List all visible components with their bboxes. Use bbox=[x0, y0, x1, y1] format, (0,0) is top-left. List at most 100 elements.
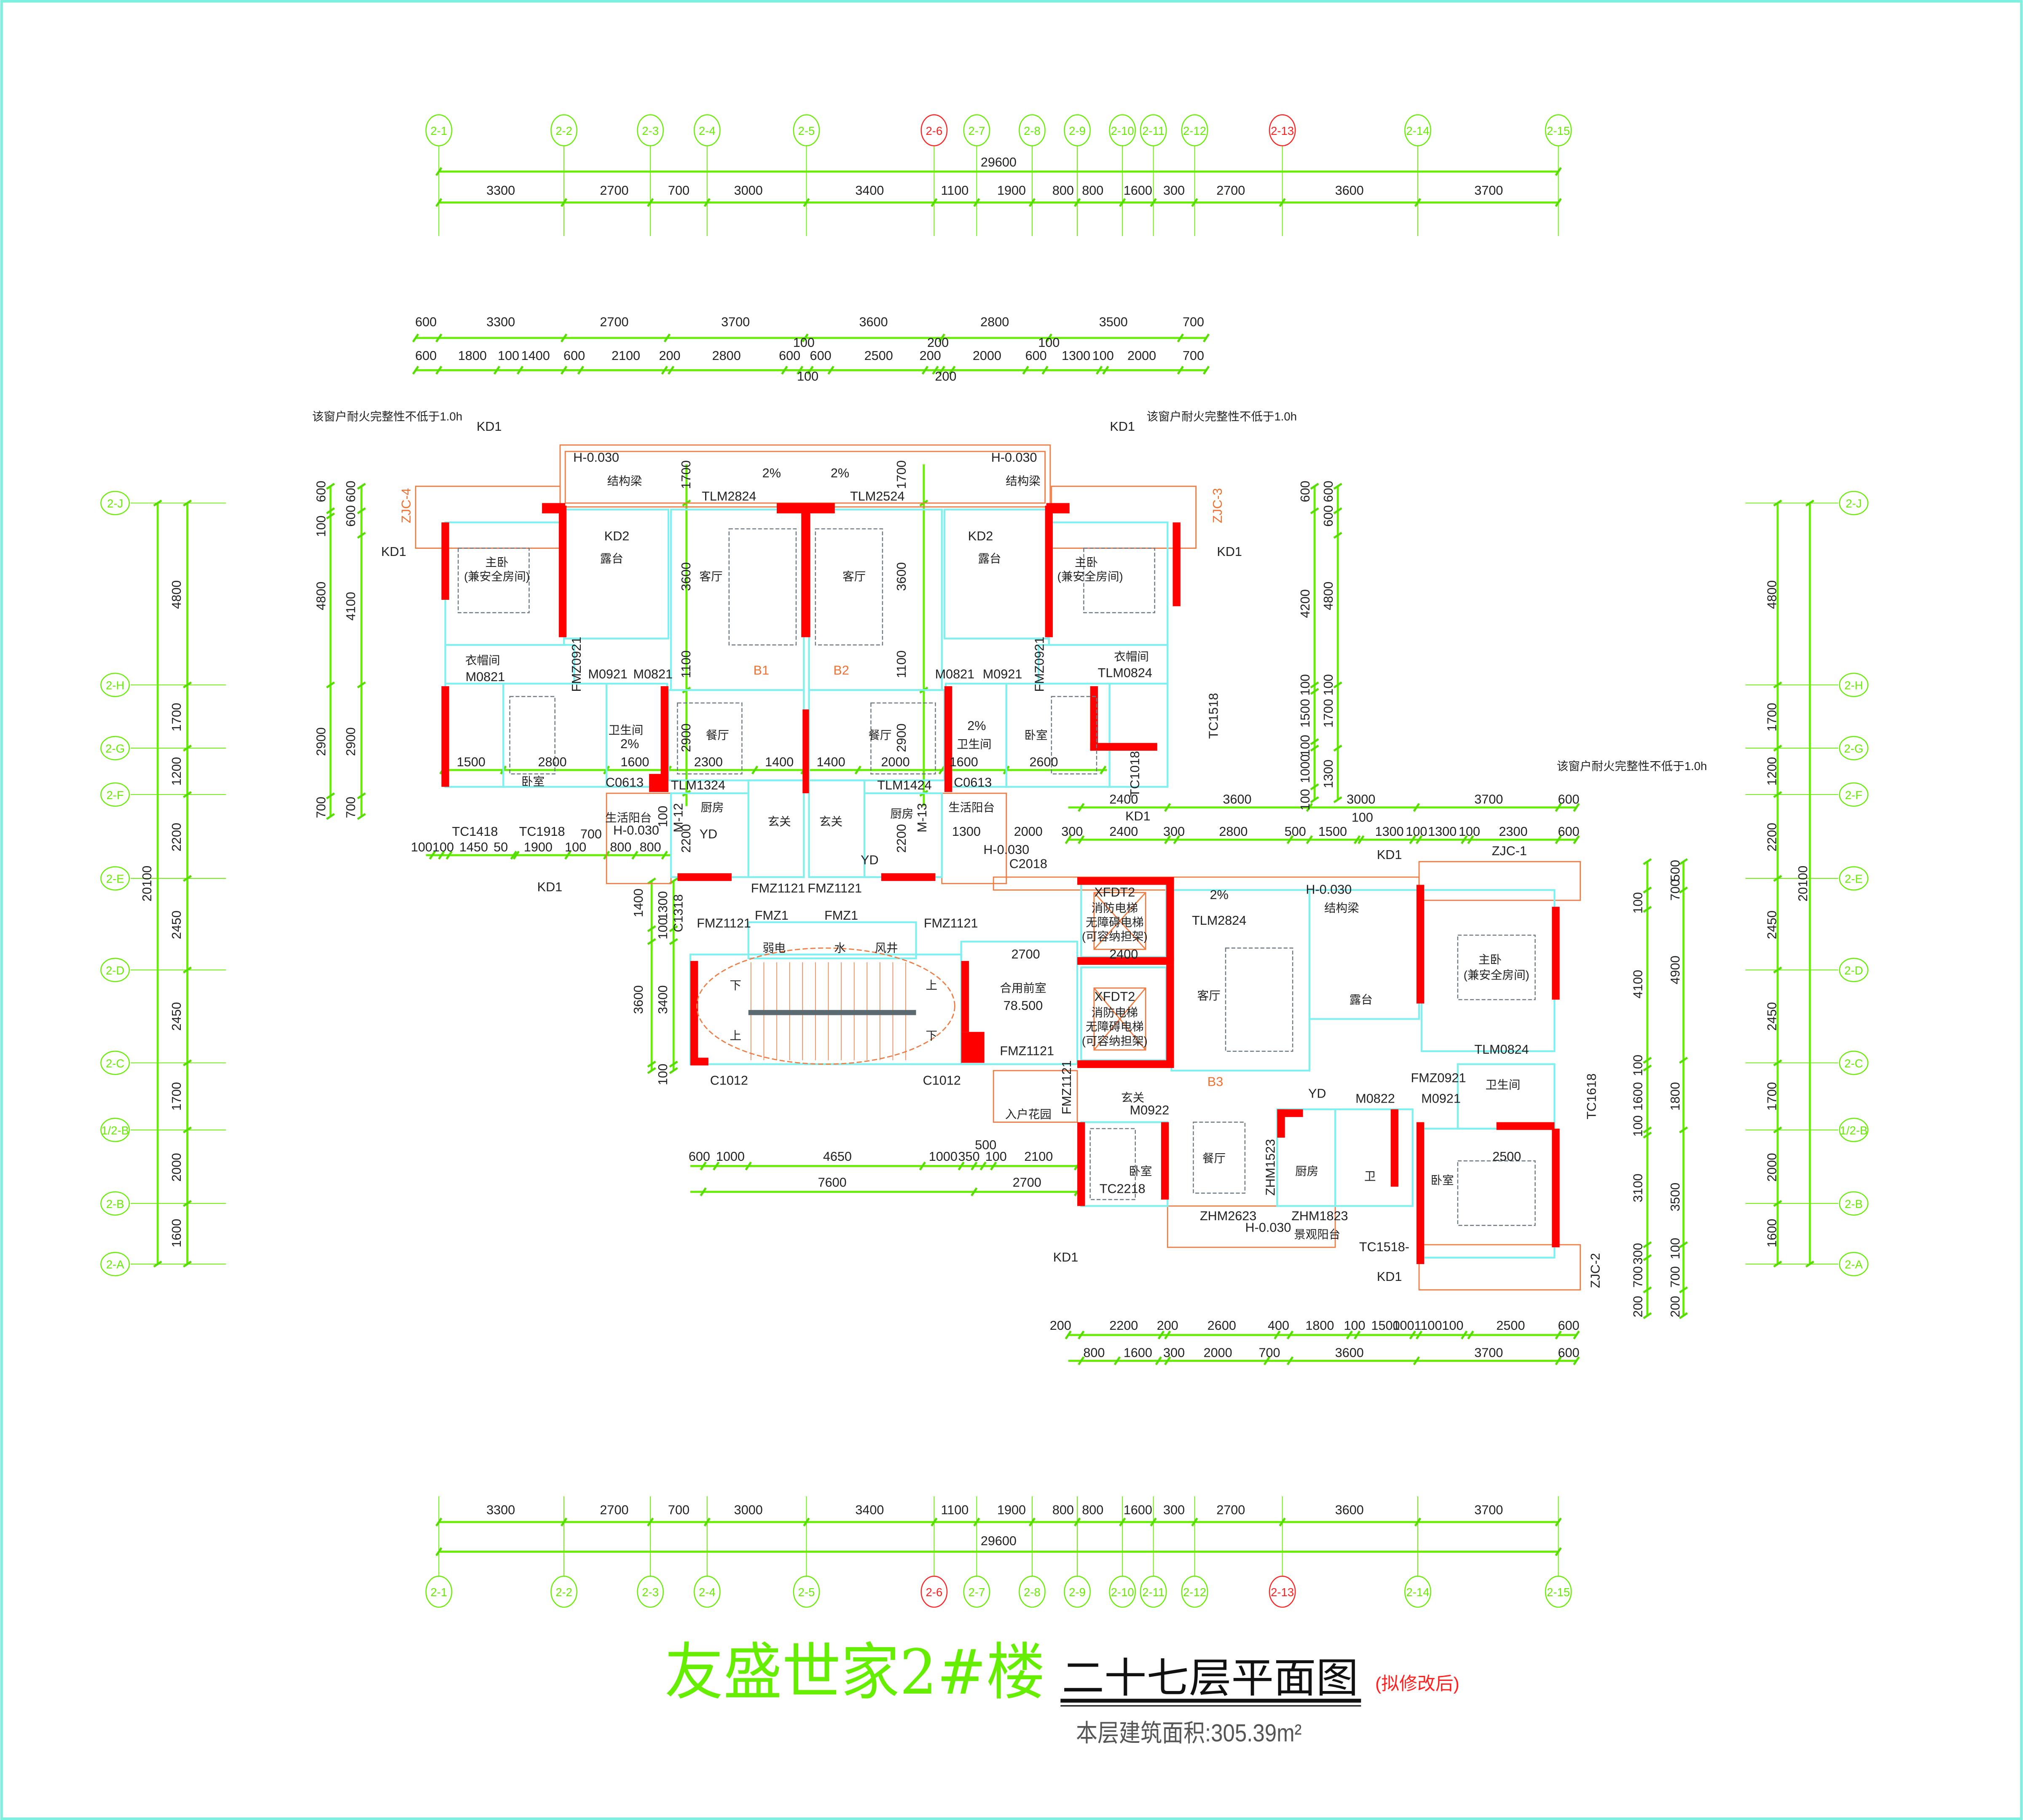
dimension-tick bbox=[1413, 803, 1420, 812]
axis-bubble bbox=[1839, 958, 1869, 982]
label-bottom-row1: 400 bbox=[1268, 1318, 1289, 1333]
label-b3-row1: 2400 bbox=[1109, 792, 1138, 807]
dimension-tick bbox=[1414, 1517, 1422, 1527]
label-tc1418: TC1418 bbox=[452, 824, 498, 839]
axis-bubble bbox=[1839, 1118, 1869, 1142]
label-yd: YD bbox=[700, 827, 718, 841]
label-bottom-row1: 1800 bbox=[1305, 1318, 1334, 1333]
label-m0821: M0821 bbox=[466, 670, 505, 684]
dimension-tick bbox=[1643, 906, 1652, 913]
axis-label-2-3: 2-3 bbox=[642, 1586, 659, 1599]
dimension-tick bbox=[1310, 783, 1319, 790]
label-b3-row2: 2300 bbox=[1499, 824, 1527, 839]
axis-label-2-A: 2-A bbox=[1845, 1258, 1863, 1271]
dimension-tick bbox=[827, 365, 834, 375]
label-m0921: M0921 bbox=[983, 667, 1022, 682]
axis-label-2-E: 2-E bbox=[106, 872, 124, 886]
label-b3-inner: 2500 bbox=[1492, 1149, 1521, 1164]
dimension-tick bbox=[647, 925, 656, 932]
label-b1-vertical: 1700 bbox=[679, 460, 693, 489]
axis-label-2-C: 2-C bbox=[1844, 1057, 1863, 1070]
label-bottom-row1: 200 bbox=[1157, 1318, 1178, 1333]
label-fmz1: FMZ1 bbox=[824, 908, 858, 923]
label-zjc2: ZJC-2 bbox=[1588, 1253, 1602, 1288]
label-fmz0921: FMZ0921 bbox=[1033, 637, 1047, 692]
dimension-tick bbox=[1333, 532, 1342, 539]
label-row-segments: 2450 bbox=[1765, 910, 1779, 939]
axis-bubble bbox=[793, 1576, 820, 1608]
label-kd2: KD2 bbox=[604, 529, 630, 543]
label-bottom-row2: 700 bbox=[1259, 1345, 1280, 1360]
label-plan-top-row2: 600 bbox=[810, 349, 832, 363]
label-front-room: 合用前室 bbox=[1000, 981, 1046, 994]
dimension-tick bbox=[182, 1059, 192, 1066]
label-right-lower-b: 700 bbox=[1668, 879, 1682, 901]
dimension-tick bbox=[435, 167, 443, 176]
dimension-tick bbox=[1555, 198, 1562, 207]
label-b3: B3 bbox=[1207, 1075, 1223, 1089]
dimension-tick bbox=[1353, 1330, 1361, 1339]
label-b1-vertical: 1700 bbox=[894, 460, 909, 489]
dimension-tick bbox=[429, 851, 436, 860]
label-right-lower-a: 700 bbox=[1631, 1266, 1645, 1288]
label-down: 下 bbox=[730, 979, 741, 992]
label-bedroom: 卧室 bbox=[1431, 1173, 1454, 1186]
axis-bubble bbox=[1839, 866, 1869, 891]
dimension-tick bbox=[703, 198, 711, 207]
dimension-tick bbox=[1679, 858, 1688, 865]
dimension-tick bbox=[357, 507, 366, 515]
label-kd1: KD1 bbox=[1377, 1270, 1402, 1284]
label-right-lower-b: 500 bbox=[1668, 860, 1682, 881]
label-plan-top-row2: 600 bbox=[415, 349, 437, 363]
label-col-segments: 800 bbox=[1052, 183, 1074, 198]
label-beam: 结构梁 bbox=[1006, 475, 1041, 488]
label-core-inner: 2400 bbox=[1109, 947, 1138, 961]
dimension-tick bbox=[751, 765, 759, 775]
dimension-tick bbox=[182, 966, 192, 974]
label-wc: 卫 bbox=[1364, 1170, 1376, 1183]
dimension-tick bbox=[1773, 966, 1782, 974]
axis-label-2-J: 2-J bbox=[107, 497, 123, 510]
label-right-lower-a: 300 bbox=[1631, 1243, 1645, 1264]
label-tc2218: TC2218 bbox=[1100, 1182, 1146, 1196]
axis-bubble bbox=[1839, 491, 1869, 515]
label-b1-bottom: 50 bbox=[494, 840, 508, 854]
label-m0821: M0821 bbox=[633, 667, 673, 682]
label-m0922: M0922 bbox=[1130, 1103, 1170, 1117]
label-col-segments: 800 bbox=[1082, 1503, 1103, 1517]
axis-bubble bbox=[920, 1576, 948, 1608]
label-plan-top-row1: 3700 bbox=[721, 315, 750, 329]
dimension-tick bbox=[1773, 1260, 1782, 1268]
axis-bubble bbox=[550, 114, 577, 147]
axis-bubble bbox=[1140, 114, 1167, 147]
label-lift2: 无障碍电梯 bbox=[1086, 1020, 1144, 1033]
dimension-tick bbox=[1409, 1330, 1416, 1339]
dimension-tick bbox=[1679, 1312, 1688, 1319]
label-row-segments: 1200 bbox=[1765, 757, 1779, 786]
axis-bubble bbox=[1404, 114, 1431, 147]
label-c0613: C0613 bbox=[954, 776, 992, 790]
label-lift1: 消防电梯 bbox=[1092, 1006, 1138, 1019]
label-b2: B2 bbox=[833, 663, 849, 678]
label-col-segments: 3700 bbox=[1474, 183, 1503, 198]
label-living: 客厅 bbox=[1197, 989, 1221, 1002]
dimension-tick bbox=[182, 681, 192, 689]
label-c1318: C1318 bbox=[671, 894, 686, 932]
label-dining: 餐厅 bbox=[868, 729, 891, 742]
axis-bubble bbox=[1545, 114, 1572, 147]
dimension-tick bbox=[1073, 198, 1081, 207]
axis-label-2-7: 2-7 bbox=[968, 1586, 985, 1599]
label-plan-top-row1: 2700 bbox=[600, 315, 628, 329]
label-row-segments: 2000 bbox=[169, 1153, 184, 1181]
axis-label-1/2-B: 1/2-B bbox=[101, 1124, 129, 1137]
dimension-tick bbox=[357, 792, 366, 800]
dimension-tick bbox=[1460, 1330, 1468, 1339]
label-tc1918: TC1918 bbox=[519, 824, 565, 839]
dimension-tick bbox=[1346, 1330, 1353, 1339]
dimension-tick bbox=[1310, 688, 1319, 695]
label-b1-bottom: 100 bbox=[565, 840, 586, 854]
dimension-tick bbox=[1164, 1356, 1171, 1366]
label-plan-top-row2: 2800 bbox=[712, 349, 741, 363]
axis-bubble bbox=[1839, 782, 1869, 807]
